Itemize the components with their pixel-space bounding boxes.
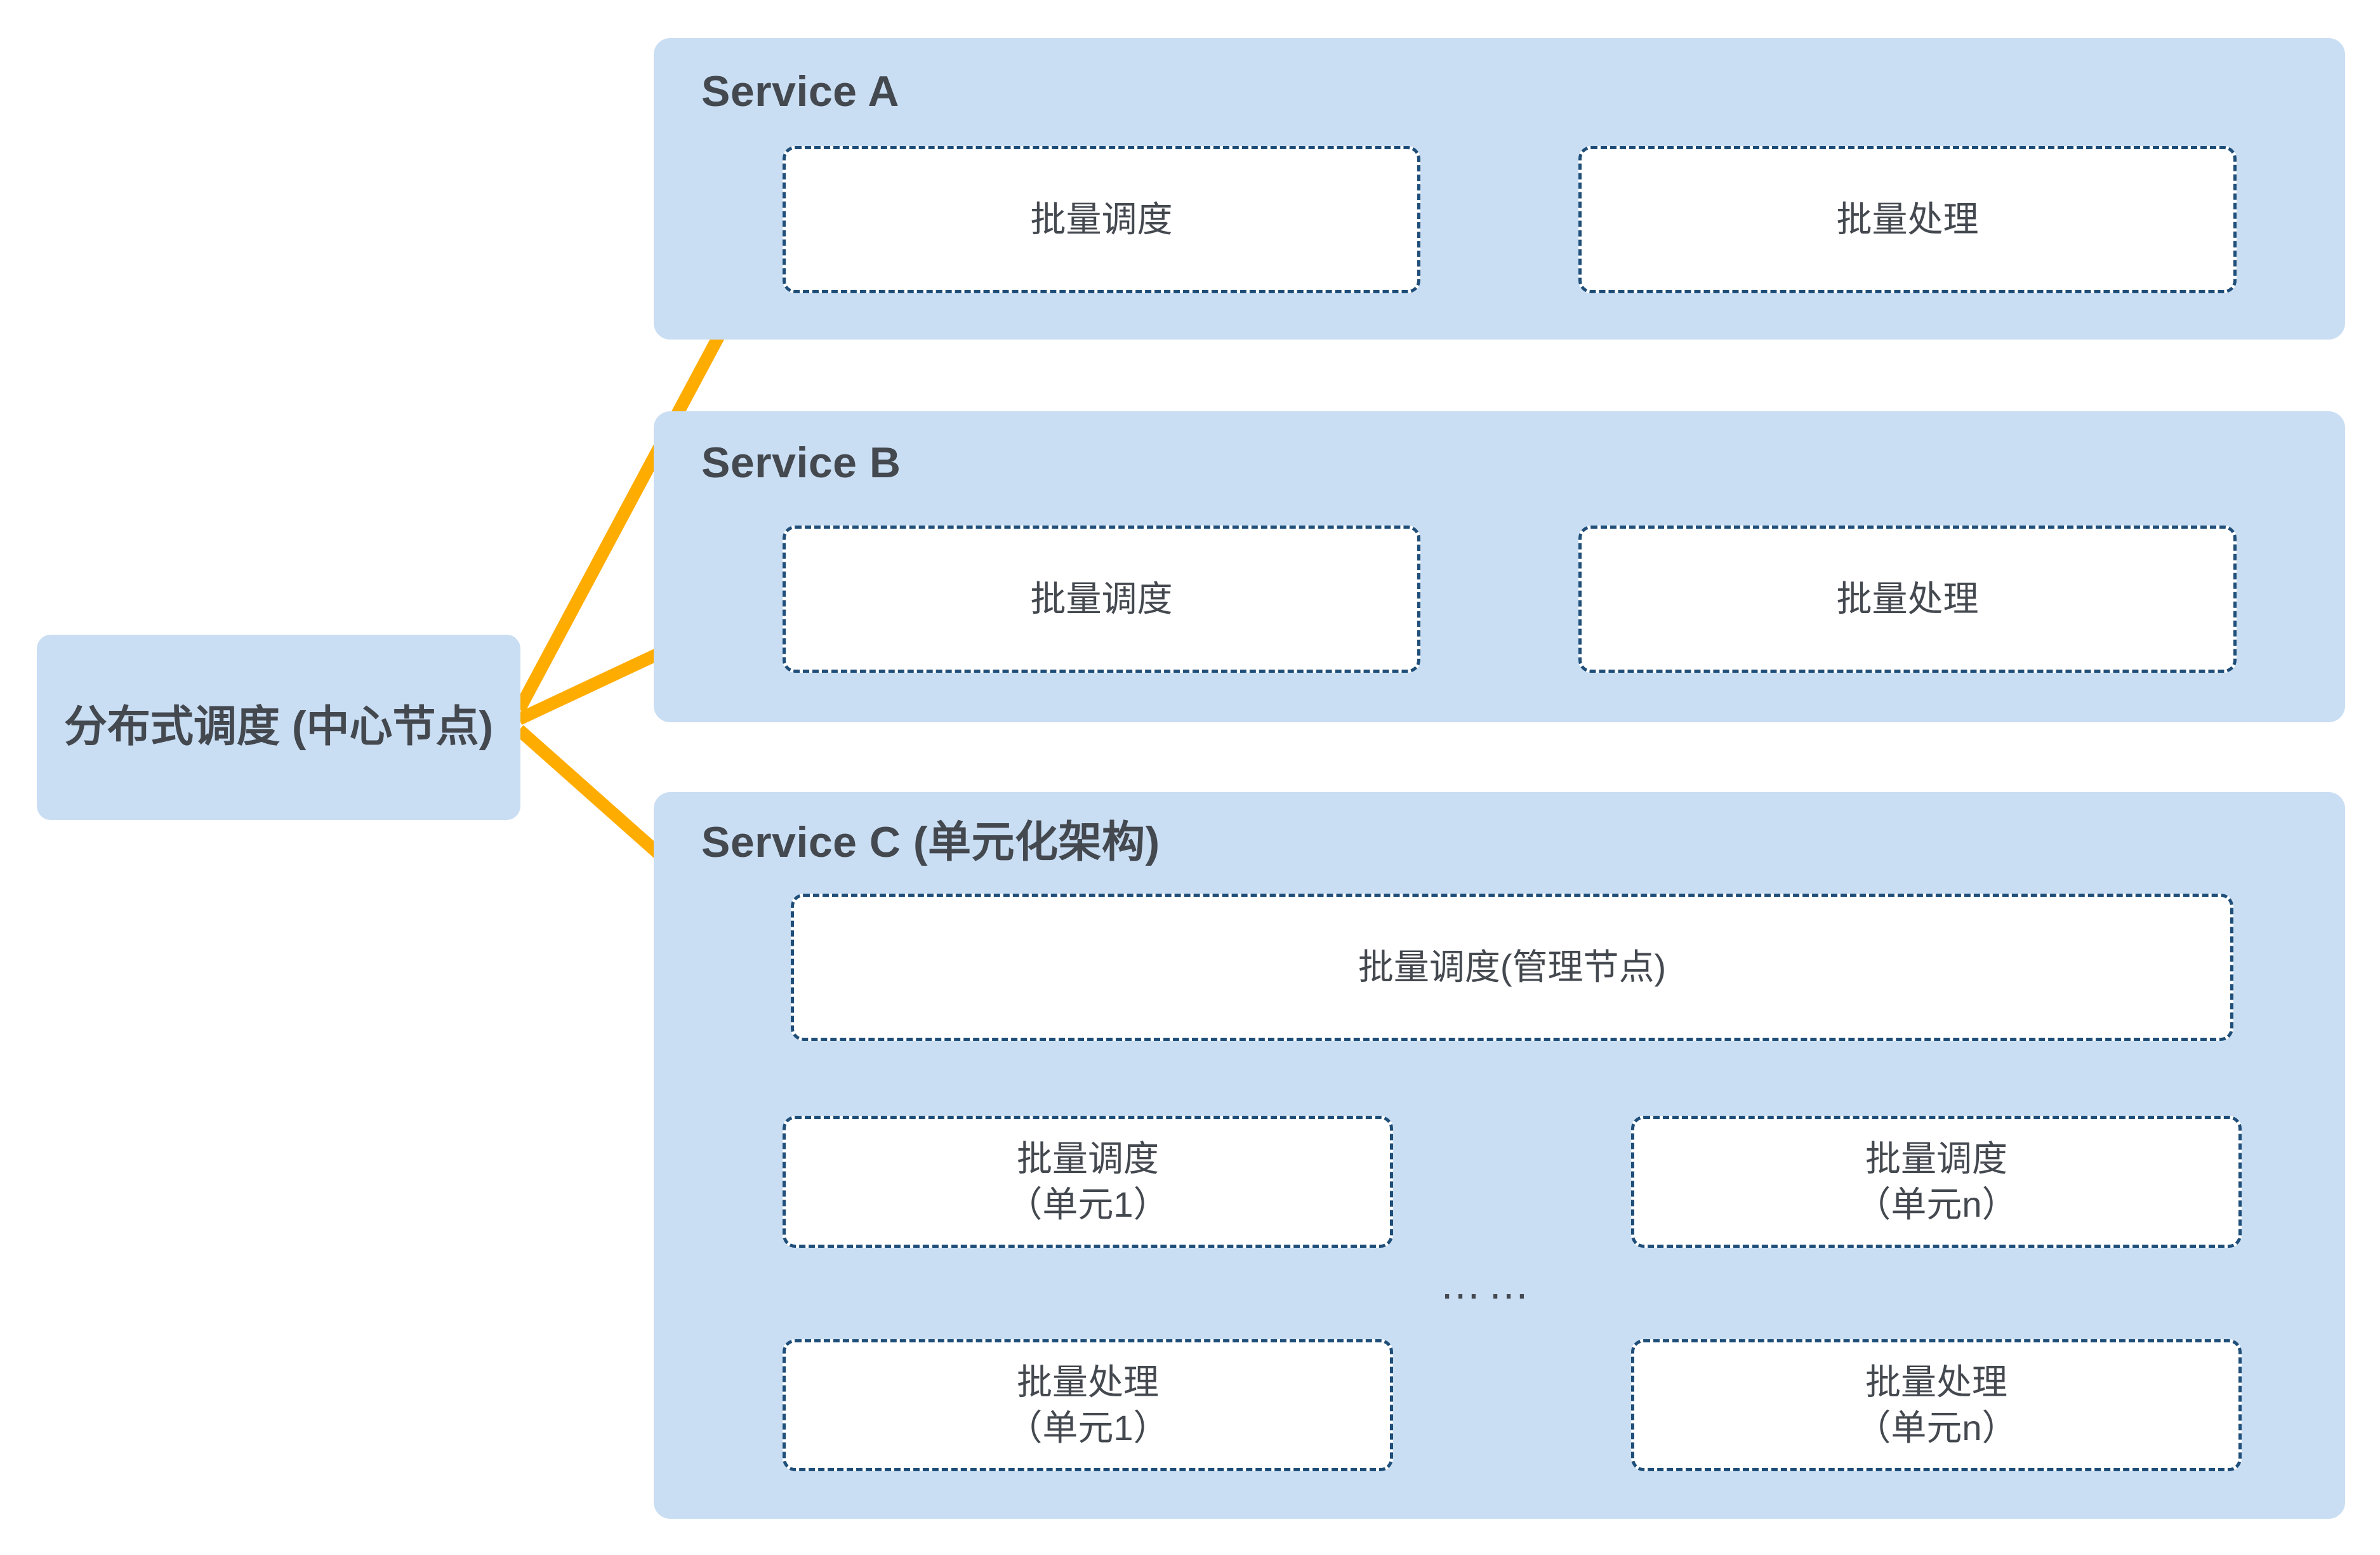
- unit-1-schedule-line2: （单元1）: [1007, 1184, 1169, 1224]
- unit-n-node-process[interactable]: 批量处理 （单元n）: [1631, 1339, 2242, 1471]
- unit-1-process-line1: 批量处理: [1017, 1362, 1159, 1403]
- unit-n-schedule-line1: 批量调度: [1865, 1139, 2007, 1179]
- unit-n-process-line2: （单元n）: [1855, 1408, 2018, 1448]
- service-a-node-schedule[interactable]: 批量调度: [783, 146, 1420, 293]
- service-c-node-manager-label: 批量调度(管理节点): [1358, 947, 1667, 988]
- center-node-line1: 分布式调度: [63, 703, 280, 751]
- units-ellipsis: ……: [1439, 1261, 1536, 1307]
- service-b-node-process-label: 批量处理: [1836, 579, 1979, 619]
- service-c-title: Service C (单元化架构): [701, 818, 1160, 866]
- service-a-title: Service A: [701, 67, 899, 116]
- service-a-node-process[interactable]: 批量处理: [1578, 146, 2237, 293]
- service-b-node-process[interactable]: 批量处理: [1578, 526, 2237, 673]
- service-b-title: Service B: [701, 439, 901, 487]
- center-node-line2: (中心节点): [291, 703, 494, 751]
- unit-1-schedule-line1: 批量调度: [1017, 1139, 1159, 1179]
- unit-1-process-line2: （单元1）: [1007, 1408, 1169, 1448]
- unit-1-node-schedule[interactable]: 批量调度 （单元1）: [783, 1116, 1393, 1248]
- unit-n-node-schedule[interactable]: 批量调度 （单元n）: [1631, 1116, 2242, 1248]
- unit-n-schedule-line2: （单元n）: [1855, 1184, 2018, 1224]
- service-a-node-process-label: 批量处理: [1836, 199, 1979, 240]
- service-a-node-schedule-label: 批量调度: [1030, 199, 1173, 240]
- unit-n-process-line1: 批量处理: [1865, 1362, 2007, 1403]
- service-c-node-manager[interactable]: 批量调度(管理节点): [791, 894, 2233, 1041]
- unit-1-node-process[interactable]: 批量处理 （单元1）: [783, 1339, 1393, 1471]
- service-b-node-schedule-label: 批量调度: [1030, 579, 1173, 619]
- center-node[interactable]: 分布式调度 (中心节点): [37, 635, 520, 820]
- service-b-node-schedule[interactable]: 批量调度: [783, 526, 1420, 673]
